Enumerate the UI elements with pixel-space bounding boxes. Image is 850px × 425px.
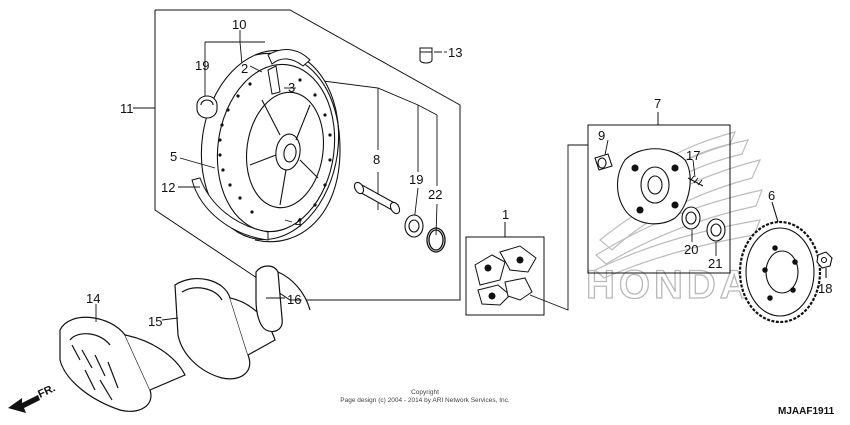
fr-direction-arrow [8,395,40,413]
callout-22[interactable]: 22 [428,187,442,202]
callout-19-left[interactable]: 19 [195,58,209,73]
copyright-line-2: Page design (c) 2004 - 2014 by ARI Netwo… [340,397,510,404]
bearing-right [404,214,424,238]
o-ring-22 [426,227,446,253]
collar-9 [594,153,613,171]
wheel-group-frame [154,9,461,301]
watermark-text: HONDA [586,263,753,307]
final-driven-flange [616,148,691,225]
callout-2[interactable]: 2 [241,61,248,76]
callout-4[interactable]: 4 [295,215,302,230]
callout-18[interactable]: 18 [818,281,832,296]
collar-8 [353,181,401,215]
callout-9[interactable]: 9 [598,128,605,143]
callout-3[interactable]: 3 [288,80,295,95]
damper-group-frame [465,222,545,316]
tube-15 [174,277,276,380]
callout-12[interactable]: 12 [161,180,175,195]
bracket-8-19-22 [299,77,438,236]
bearing-20 [681,206,701,230]
seal-21 [706,218,726,242]
damper-rubbers [474,245,537,306]
flange-group-frame [587,112,731,274]
callout-19-right[interactable]: 19 [409,172,423,187]
callout-6[interactable]: 6 [768,188,775,203]
bearing-left [196,95,218,119]
callout-8[interactable]: 8 [373,152,380,167]
leader-lines [95,51,717,322]
driven-sprocket [738,201,822,324]
callout-10[interactable]: 10 [232,17,246,32]
leader-damper-flange [529,144,588,311]
callout-17[interactable]: 17 [686,148,700,163]
valve-13 [419,47,442,64]
weight-top [267,49,311,95]
copyright-line-1: Copyright [411,389,439,396]
nut-18 [816,251,833,278]
tire-14 [59,316,186,412]
rear-wheel-drawing [200,49,341,243]
callout-13[interactable]: 13 [448,45,462,60]
callout-20[interactable]: 20 [684,242,698,257]
diagram-code: MJAAF1911 [778,406,835,417]
callout-14[interactable]: 14 [86,291,100,306]
callout-1[interactable]: 1 [502,207,509,222]
callout-21[interactable]: 21 [708,256,722,271]
bolt-17 [687,175,704,187]
fr-label: FR. [36,382,57,400]
callout-5[interactable]: 5 [170,149,177,164]
callout-15[interactable]: 15 [148,314,162,329]
callout-7[interactable]: 7 [654,96,661,111]
rim-band-16 [255,265,311,333]
weight-bottom [191,177,269,241]
callout-11[interactable]: 11 [120,101,134,116]
brake-disc-holes [218,78,332,222]
callout-16[interactable]: 16 [287,292,301,307]
